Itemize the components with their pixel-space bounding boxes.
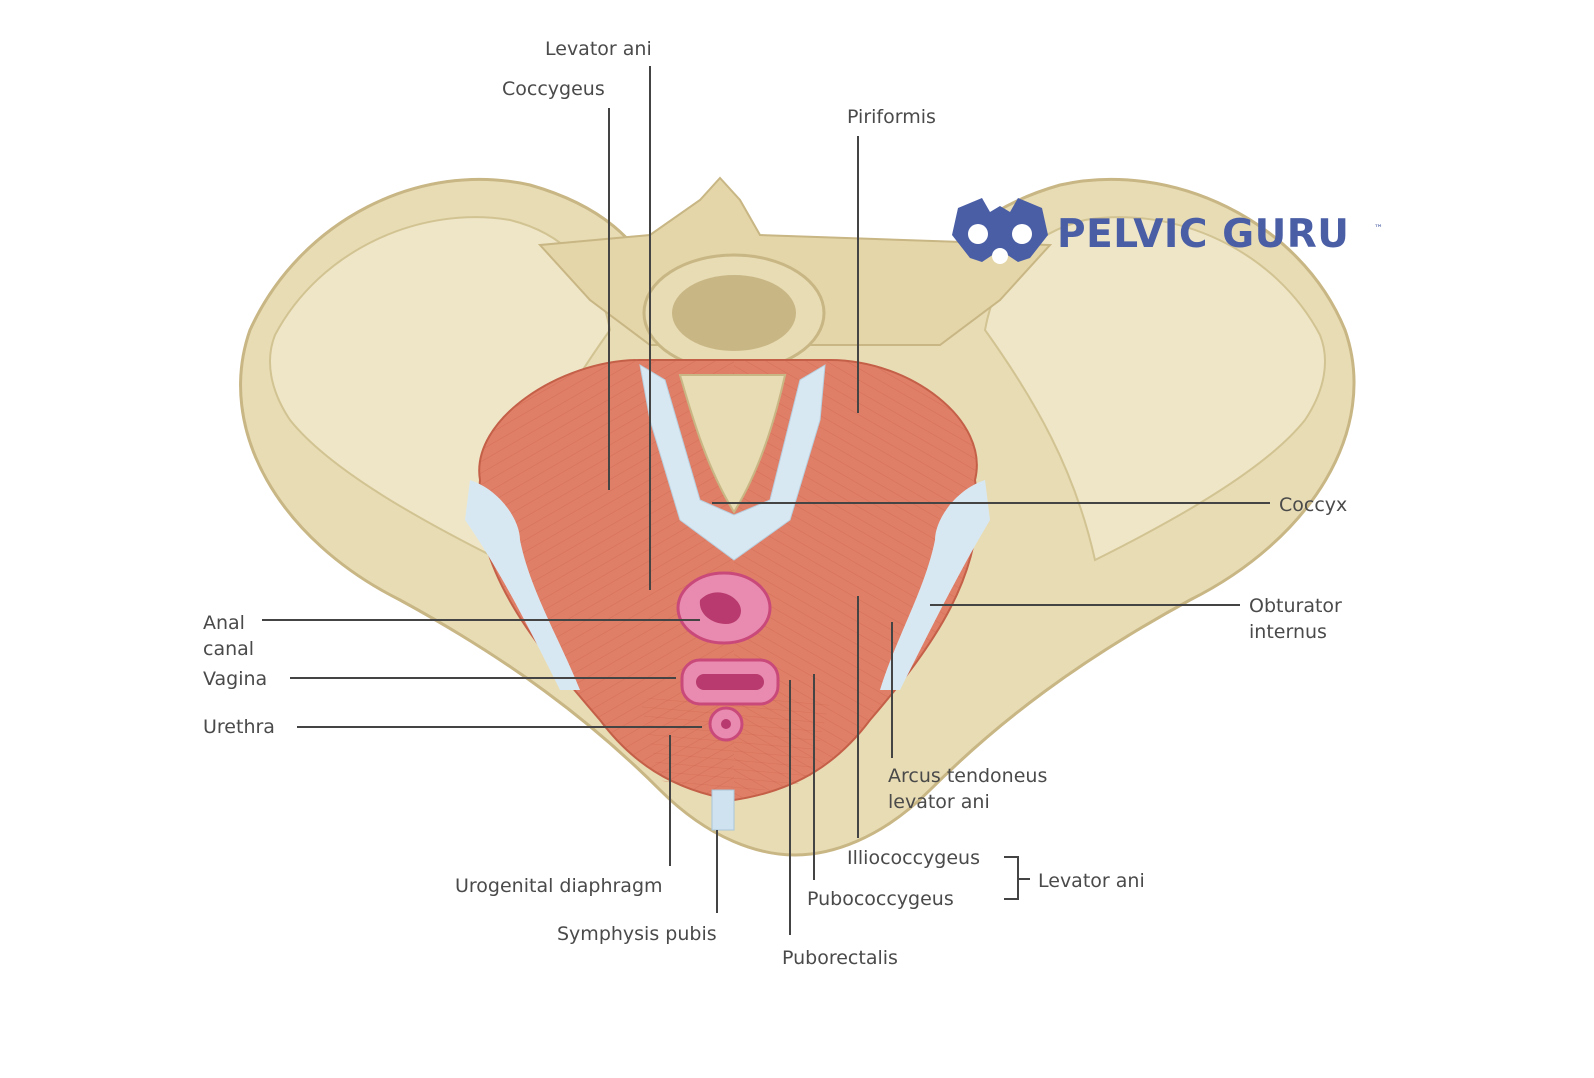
- label-vagina: Vagina: [203, 668, 267, 690]
- coccyx-bone: [678, 374, 787, 514]
- label-levator-ani-top: Levator ani: [545, 38, 652, 60]
- label-illiococcygeus: Illiococcygeus: [847, 847, 980, 869]
- sacrum: [537, 176, 1053, 373]
- trademark-symbol: ™: [1374, 224, 1383, 234]
- leader-lines: [262, 66, 1270, 935]
- urethra-opening: [708, 706, 744, 742]
- label-symphysis-pubis: Symphysis pubis: [557, 923, 717, 945]
- label-anal-line1: Anal: [203, 612, 245, 634]
- label-arcus-line2: levator ani: [888, 791, 990, 813]
- label-puborectalis: Puborectalis: [782, 947, 898, 969]
- labels: Levator ani Coccygeus Piriformis Coccyx …: [203, 38, 1347, 969]
- label-urethra: Urethra: [203, 716, 275, 738]
- pelvic-guru-logo-text: PELVIC GURU: [1057, 212, 1350, 257]
- anal-canal-opening: [676, 571, 772, 645]
- label-arcus-line1: Arcus tendoneus: [888, 765, 1047, 787]
- label-coccyx: Coccyx: [1279, 494, 1347, 516]
- label-coccygeus: Coccygeus: [502, 78, 605, 100]
- label-levator-ani-group: Levator ani: [1038, 870, 1145, 892]
- label-obturator-line2: internus: [1249, 621, 1327, 643]
- label-anal-line2: canal: [203, 638, 254, 660]
- label-urogenital-diaphragm: Urogenital diaphragm: [455, 875, 663, 897]
- ligaments: [465, 364, 990, 831]
- label-pubococcygeus: Pubococcygeus: [807, 888, 954, 910]
- vagina-opening: [680, 658, 780, 706]
- label-obturator-line1: Obturator: [1249, 595, 1342, 617]
- label-piriformis: Piriformis: [847, 106, 936, 128]
- pelvic-guru-logo-icon: [952, 198, 1048, 264]
